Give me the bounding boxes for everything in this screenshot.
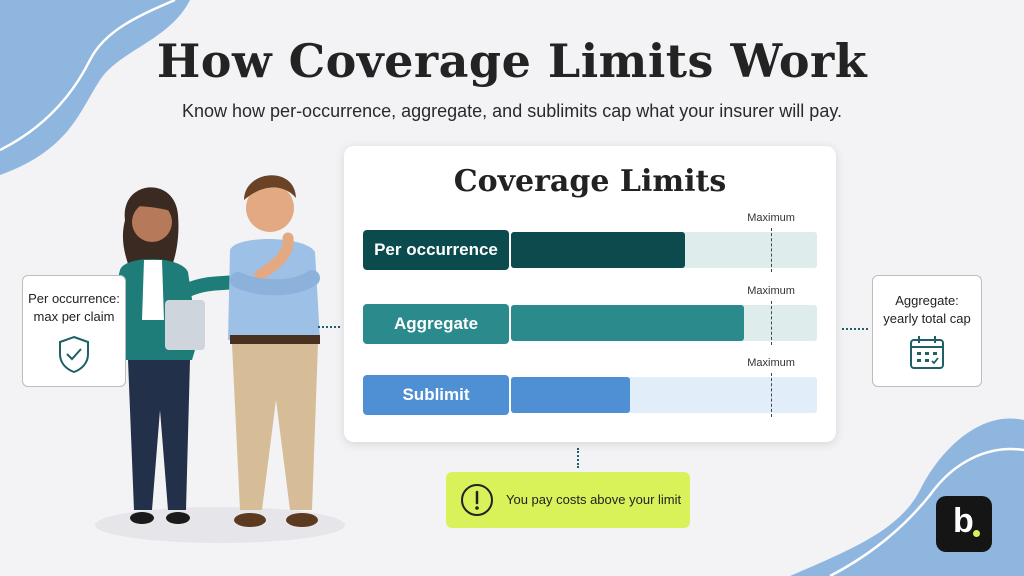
aggregate-note: Aggregate: yearly total cap — [872, 275, 982, 387]
bar-aggregate — [511, 305, 744, 341]
callout-banner: You pay costs above your limit — [446, 472, 690, 528]
max-label-sublimit: Maximum — [747, 357, 795, 369]
aggregate-note-line2: yearly total cap — [883, 311, 971, 326]
bar-track-aggregate — [511, 305, 817, 341]
per-occurrence-note-line1: Per occurrence: — [28, 291, 120, 306]
page-title: How Coverage Limits Work — [156, 34, 868, 88]
brand-logo-dot — [973, 530, 980, 537]
per-occurrence-note-line2: max per claim — [33, 309, 115, 324]
bar-per-occurrence — [511, 232, 686, 268]
max-label-aggregate: Maximum — [747, 285, 795, 297]
bar-track-sublimit — [511, 377, 817, 413]
max-line-sublimit — [771, 373, 773, 417]
coverage-limits-card: Coverage Limits Per occurrence Maximum A… — [344, 146, 836, 442]
page-subtitle: Know how per-occurrence, aggregate, and … — [182, 101, 842, 121]
aggregate-note-line1: Aggregate: — [895, 293, 959, 308]
top-left-blob — [0, 0, 190, 175]
exclamation-circle-icon — [461, 484, 493, 516]
max-line-per-occurrence — [771, 228, 773, 272]
bar-label-aggregate: Aggregate — [363, 304, 509, 344]
callout-text: You pay costs above your limit — [506, 492, 682, 507]
chart-title: Coverage Limits — [453, 164, 727, 199]
left-connector — [318, 326, 340, 328]
calendar-icon — [910, 336, 944, 369]
shield-check-icon — [59, 335, 89, 374]
bar-sublimit — [511, 377, 631, 413]
bar-track-per-occurrence — [511, 232, 817, 268]
max-line-aggregate — [771, 301, 773, 345]
right-connector — [842, 328, 868, 330]
bar-label-sublimit: Sublimit — [363, 375, 509, 415]
callout-connector — [577, 448, 579, 468]
per-occurrence-note: Per occurrence: max per claim — [22, 275, 126, 387]
max-label-per-occurrence: Maximum — [747, 212, 795, 224]
brand-logo: b — [936, 496, 992, 552]
bar-label-per-occurrence: Per occurrence — [363, 230, 509, 270]
people-illustration — [95, 175, 345, 543]
brand-logo-letter: b — [953, 502, 974, 540]
